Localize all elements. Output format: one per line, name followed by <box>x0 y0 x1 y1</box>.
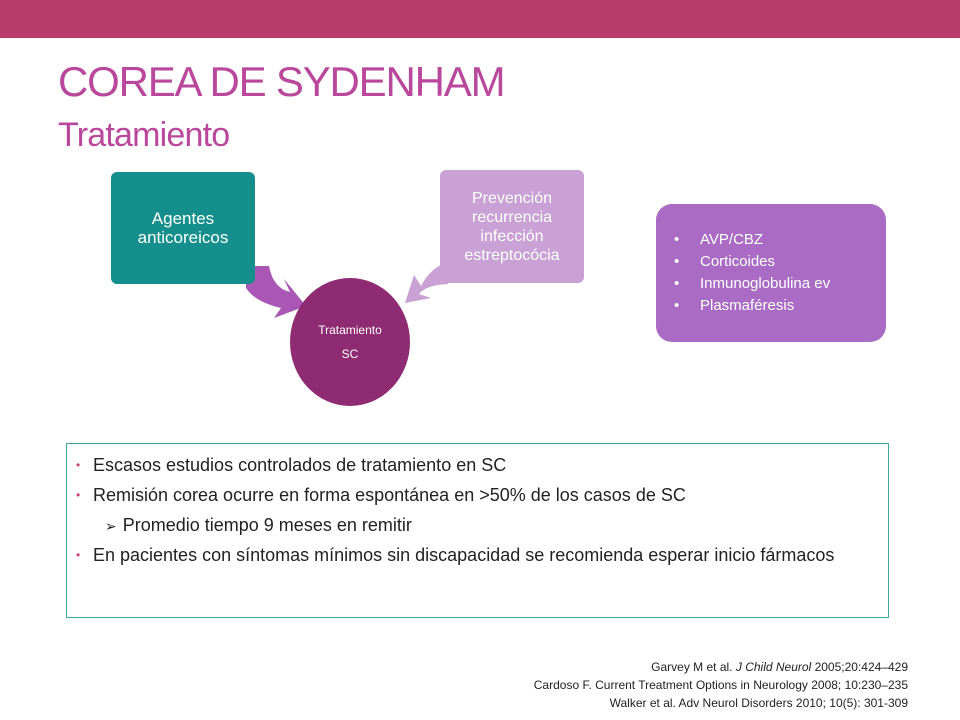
option-item: •Plasmaféresis <box>674 295 830 317</box>
slide-subtitle: Tratamiento <box>58 116 230 154</box>
arrow-bullet-icon: ➢ <box>105 518 117 534</box>
agentes-anticoreicos-box: Agentes anticoreicos <box>111 172 255 284</box>
reference-item: Walker et al. Adv Neurol Disorders 2010;… <box>609 696 908 710</box>
prevencion-recurrencia-label: Prevención recurrencia infección estrept… <box>464 189 560 264</box>
reference-item: Cardoso F. Current Treatment Options in … <box>533 678 908 692</box>
option-item: •Corticoides <box>674 251 830 273</box>
prevencion-recurrencia-box: Prevención recurrencia infección estrept… <box>440 170 584 283</box>
bullet-dot-icon: • <box>76 458 81 472</box>
slide-title: COREA DE SYDENHAM <box>58 58 506 105</box>
bullet-dot-icon: • <box>674 253 680 270</box>
treatment-options-box: •AVP/CBZ •Corticoides •Inmunoglobulina e… <box>656 204 886 342</box>
top-accent-bar <box>0 0 960 38</box>
treatment-options-list: •AVP/CBZ •Corticoides •Inmunoglobulina e… <box>656 229 830 317</box>
bullet-dot-icon: • <box>674 297 680 314</box>
reference-item: Garvey M et al. J Child Neurol 2005;20:4… <box>651 660 908 674</box>
bullet-dot-icon: • <box>674 275 680 292</box>
tratamiento-label: Tratamiento <box>318 323 382 337</box>
references: Garvey M et al. J Child Neurol 2005;20:4… <box>534 658 908 712</box>
content-box: • Escasos estudios controlados de tratam… <box>66 443 889 618</box>
bullet-dot-icon: • <box>674 231 680 248</box>
bullet-dot-icon: • <box>76 488 81 502</box>
bullet-item: • En pacientes con síntomas mínimos sin … <box>76 542 883 568</box>
sub-bullet-item: ➢Promedio tiempo 9 meses en remitir <box>105 515 412 535</box>
bullet-item: • Remisión corea ocurre en forma espontá… <box>76 482 883 508</box>
agentes-anticoreicos-label: Agentes anticoreicos <box>137 209 229 247</box>
bullet-item: • Escasos estudios controlados de tratam… <box>76 452 883 478</box>
option-item: •AVP/CBZ <box>674 229 830 251</box>
option-item: •Inmunoglobulina ev <box>674 273 830 295</box>
tratamiento-sc-circle: Tratamiento SC <box>290 278 410 406</box>
sc-label: SC <box>341 347 359 361</box>
bullet-dot-icon: • <box>76 548 81 562</box>
